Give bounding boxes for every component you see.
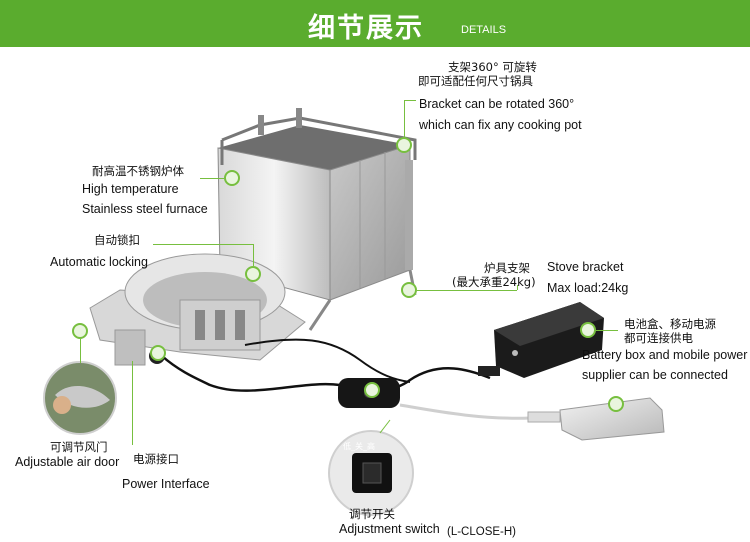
stove-illustration [43, 108, 665, 516]
page-subtitle: DETAILS [461, 24, 507, 36]
power-label-cn: 电源接口 [133, 452, 179, 466]
bracket-callout-dot [396, 137, 412, 153]
battery-callout-dot [580, 322, 596, 338]
battery-label-en-1: Battery box and mobile power [582, 348, 748, 362]
furnace-callout-dot [224, 170, 240, 186]
stove-bracket-callout-dot [401, 282, 417, 298]
battery-label-en-2: supplier can be connected [582, 368, 728, 382]
furnace-label-en-1: High temperature [82, 182, 179, 196]
stove-bracket-label-cn-1: 炉具支架 [484, 261, 530, 275]
switch-label-cn: 调节开关 [349, 507, 395, 521]
locking-label-en: Automatic locking [50, 255, 148, 269]
air-door-label-en: Adjustable air door [15, 455, 120, 469]
battery-label-cn-1: 电池盒、移动电源 [624, 317, 716, 331]
locking-callout-dot [245, 266, 261, 282]
battery-label-cn-2: 都可连接供电 [624, 331, 693, 345]
switch-mode-label: (L-CLOSE-H) [447, 526, 517, 538]
air-door-callout-dot [72, 323, 88, 339]
bracket-label-cn-2: 即可适配任何尺寸锅具 [418, 74, 533, 88]
furnace-label-en-2: Stainless steel furnace [82, 202, 208, 216]
stove-bracket-label-en-1: Stove bracket [547, 260, 624, 274]
furnace-label-cn: 耐高温不锈钢炉体 [92, 164, 184, 178]
header-banner: 细节展示 DETAILS [0, 0, 750, 47]
battery-box [478, 302, 604, 378]
stove-bracket-label-en-2: Max load:24kg [547, 281, 629, 295]
switch-callout-dot [364, 382, 380, 398]
switch-label-en: Adjustment switch [339, 522, 440, 536]
bracket-label-en-2: which can fix any cooking pot [419, 118, 582, 132]
bracket-label-en-1: Bracket can be rotated 360° [419, 97, 575, 111]
stove-bracket-label-cn-2: (最大承重24kg) [452, 275, 536, 289]
fan-base [89, 253, 306, 366]
air-door-label-cn: 可调节风门 [50, 440, 108, 454]
page-title: 细节展示 [308, 13, 424, 44]
locking-label-cn: 自动锁扣 [94, 233, 140, 247]
power-label-en: Power Interface [122, 477, 210, 491]
power-bank [527, 397, 665, 441]
power-interface-callout-dot [150, 345, 166, 361]
bracket-label-cn-1: 支架360° 可旋转 [448, 60, 537, 74]
powerbank-callout-dot [608, 396, 624, 412]
switch-mark: 低_关_高 [343, 442, 375, 451]
